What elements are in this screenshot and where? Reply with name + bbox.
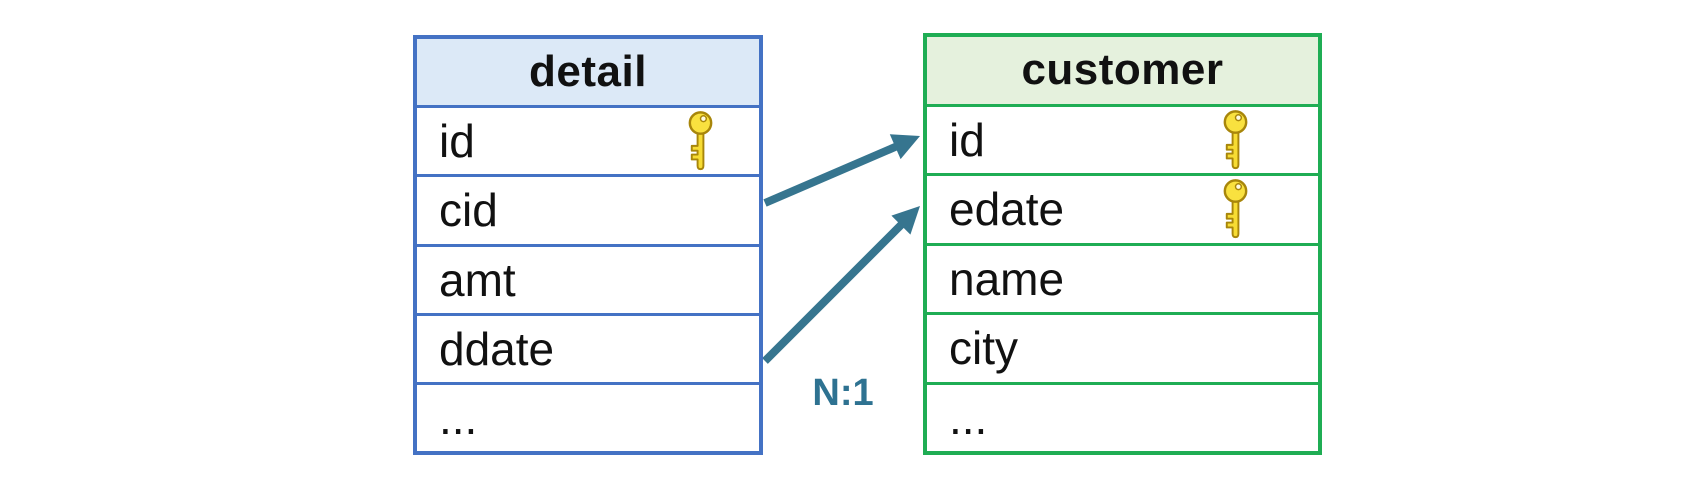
table-row: name [927,242,1318,313]
column-label: ... [439,391,478,444]
arrow-ddate-to-edate [762,206,920,364]
key-icon [1223,179,1248,239]
column-label: edate [949,183,1065,236]
table-row: amt [417,243,759,313]
table-detail-title: detail [417,39,759,106]
key-icon [688,111,713,171]
table-customer-title: customer [927,37,1318,104]
table-row: cid [417,174,759,243]
table-row: city [927,312,1318,382]
column-label: amt [439,253,516,306]
column-label: ... [949,391,988,444]
column-label: name [949,252,1065,305]
table-row: id [927,103,1318,174]
relationship-label: N:1 [812,372,874,414]
table-row: edate [927,173,1318,243]
table-row: ddate [417,312,759,382]
column-label: ddate [439,322,555,375]
column-label: id [949,113,985,166]
column-label: city [949,322,1018,375]
key-icon [1223,109,1248,169]
column-label: id [439,115,475,168]
arrow-cid-to-id [763,134,920,207]
table-row: ... [417,381,759,451]
table-detail: detail id cid amt ddate ... [413,35,763,455]
column-label: cid [439,184,498,237]
table-row: id [417,105,759,174]
table-customer: customer id edate name city ... [923,33,1322,455]
table-row: ... [927,381,1318,452]
